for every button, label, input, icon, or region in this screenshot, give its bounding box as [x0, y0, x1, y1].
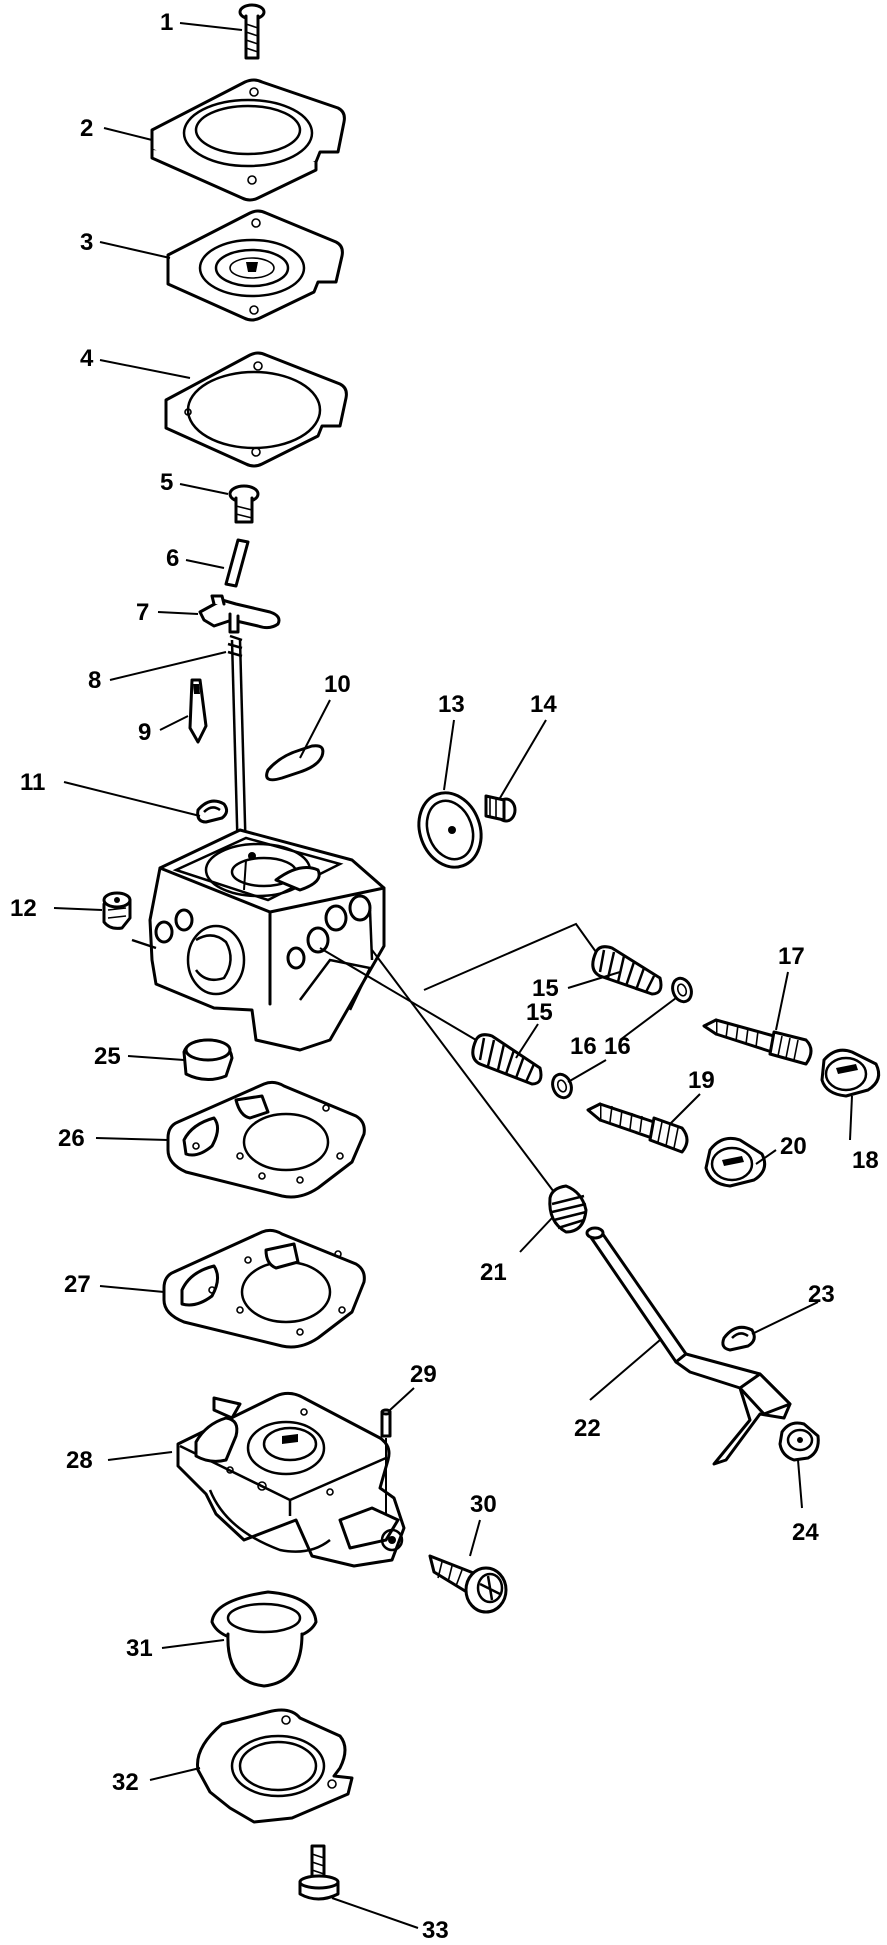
callout-25: 25: [94, 1043, 121, 1070]
part-1-screw: [238, 3, 266, 60]
callout-31: 31: [126, 1635, 153, 1662]
callout-3: 3: [80, 229, 93, 256]
callout-14: 14: [530, 691, 557, 718]
part-28-pump-body: [176, 1391, 406, 1568]
part-16-washer-upper: [671, 976, 693, 1004]
callout-30: 30: [470, 1491, 497, 1518]
callout-29: 29: [410, 1361, 437, 1388]
callout-32: 32: [112, 1769, 139, 1796]
callout-17: 17: [778, 943, 805, 970]
callout-19: 19: [688, 1067, 715, 1094]
part-27-gasket: [162, 1228, 366, 1349]
callout-33: 33: [422, 1917, 449, 1944]
part-18-cap: [820, 1048, 881, 1098]
part-3-diaphragm: [166, 209, 344, 322]
part-14-screw: [484, 794, 517, 823]
callout-6: 6: [166, 545, 179, 572]
callout-20: 20: [780, 1133, 807, 1160]
part-21-spring: [548, 1184, 588, 1234]
part-15-spring-upper: [591, 945, 663, 996]
callout-24: 24: [792, 1519, 819, 1546]
part-11-clip: [196, 799, 229, 824]
callout-8: 8: [88, 667, 101, 694]
part-carburetor-body: [131, 828, 386, 1052]
callout-10: 10: [324, 671, 351, 698]
part-15-spring-lower: [471, 1033, 543, 1086]
callout-labels: 1 2 3 4 5 6 7 8 9 10 11 12 13 14 15 15 1…: [10, 9, 879, 1944]
part-29-pin: [380, 1408, 392, 1438]
callout-9: 9: [138, 719, 151, 746]
part-16-washer-lower: [551, 1072, 573, 1100]
part-4-gasket: [164, 351, 348, 468]
part-9-needle: [188, 678, 208, 744]
part-24-nut: [778, 1421, 820, 1462]
part-20-cap: [704, 1136, 767, 1188]
part-19-adjust-screw: [586, 1102, 689, 1154]
part-10-strip: [265, 744, 325, 782]
callout-21: 21: [480, 1259, 507, 1286]
part-26-gasket: [166, 1080, 366, 1199]
connection-lines: [243, 859, 597, 1514]
callout-23: 23: [808, 1281, 835, 1308]
part-32-retainer-plate: [196, 1708, 354, 1824]
callout-22: 22: [574, 1415, 601, 1442]
callout-26: 26: [58, 1125, 85, 1152]
callout-2: 2: [80, 115, 93, 142]
part-8-spring: [227, 634, 248, 861]
callout-27: 27: [64, 1271, 91, 1298]
leader-lines: [53, 22, 853, 1929]
callout-1: 1: [160, 9, 173, 36]
callout-4: 4: [80, 345, 94, 372]
part-13-disc: [417, 791, 483, 869]
callout-16b: 16: [570, 1033, 597, 1060]
callout-16a: 16: [604, 1033, 631, 1060]
part-30-screw: [428, 1554, 508, 1614]
part-25-filter: [182, 1038, 234, 1081]
callout-11: 11: [20, 769, 45, 796]
part-17-adjust-screw: [702, 1018, 813, 1066]
callout-5: 5: [160, 469, 173, 496]
part-23-clip: [721, 1325, 756, 1352]
part-2-cover: [150, 78, 346, 202]
callout-28: 28: [66, 1447, 93, 1474]
callout-7: 7: [136, 599, 149, 626]
callout-15b: 15: [526, 999, 553, 1026]
callout-12: 12: [10, 895, 37, 922]
part-12-plug: [102, 891, 132, 930]
part-31-primer-bulb: [210, 1590, 318, 1688]
part-5-screw: [228, 484, 260, 524]
part-22-throttle-shaft: [585, 1226, 792, 1466]
part-6-pin: [224, 538, 250, 588]
callout-13: 13: [438, 691, 465, 718]
callout-18: 18: [852, 1147, 879, 1174]
part-33-screw: [298, 1844, 340, 1901]
callout-15a: 15: [532, 975, 559, 1002]
part-7-lever: [198, 594, 281, 634]
